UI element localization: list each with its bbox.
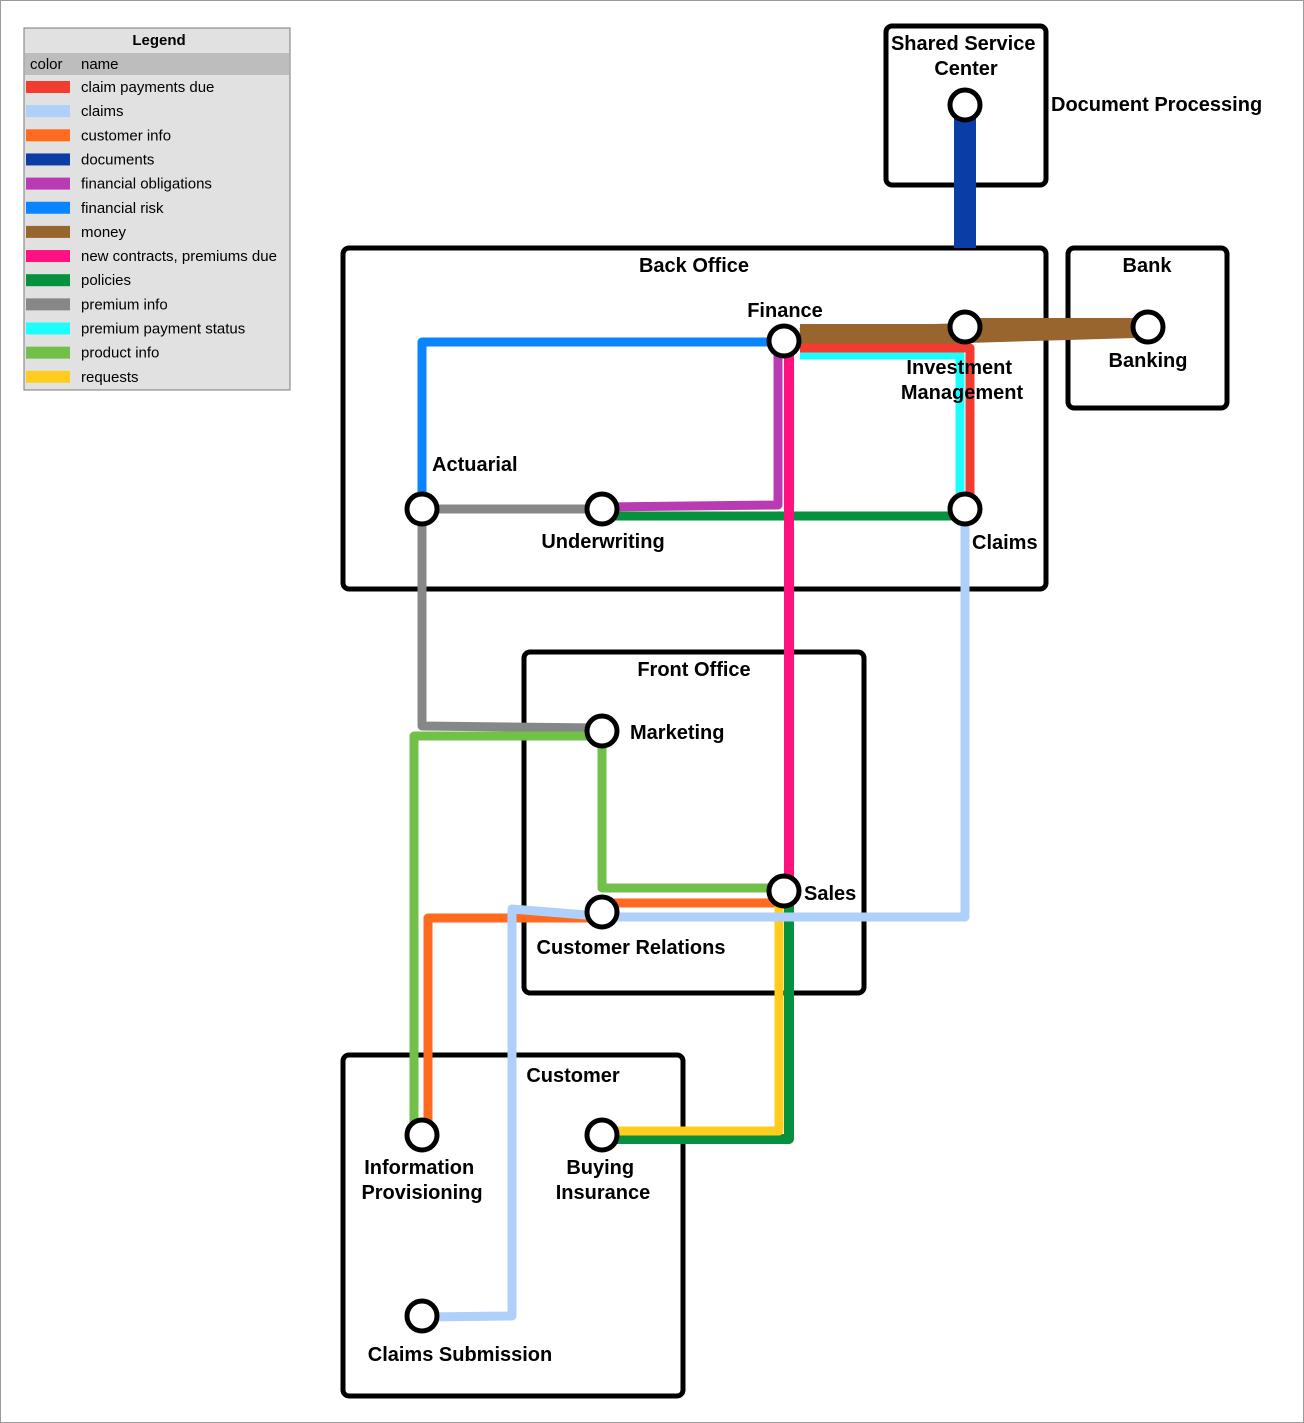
flow-line-financial-risk (417, 337, 784, 509)
legend-rows: claim payments due claims customer info doc… (26, 79, 277, 386)
station-nodes (404, 87, 1166, 1334)
node-investment-management (947, 309, 983, 345)
node-buying-insurance (584, 1117, 620, 1153)
legend-swatch-premium-payment-status (26, 322, 70, 335)
box-titles: Shared Service Center Back Office Bank F… (526, 33, 1172, 1087)
legend-swatch-documents (26, 153, 70, 166)
legend-label-financial-obligations: financial obligations (81, 176, 212, 193)
legend-label-customer-info: customer info (81, 127, 171, 144)
legend-swatch-financial-risk (26, 201, 70, 214)
legend-header-name: name (81, 56, 119, 73)
flow-line-product-info-1 (597, 732, 784, 893)
legend-label-requests: requests (81, 369, 139, 386)
label-claims-submission: Claims Submission (368, 1344, 553, 1366)
box-title-customer: Customer (526, 1065, 620, 1087)
legend-swatch-premium-info (26, 298, 70, 311)
node-customer-relations (584, 894, 620, 930)
legend-swatch-new-contracts (26, 250, 70, 263)
legend-header-color: color (30, 56, 63, 73)
legend-label-financial-risk: financial risk (81, 200, 164, 217)
box-title-front-office: Front Office (637, 659, 750, 681)
legend-swatch-claim-payments-due (26, 81, 70, 93)
legend-header-row (25, 53, 289, 75)
box-title-back-office: Back Office (639, 255, 749, 277)
node-labels: Document Processing Finance Investment M… (361, 94, 1262, 1366)
box-title-bank: Bank (1123, 255, 1173, 277)
legend-label-claim-payments-due: claim payments due (81, 79, 214, 96)
legend-label-new-contracts: new contracts, premiums due (81, 248, 277, 265)
legend: Legend color name claim payments dueclai… (23, 27, 291, 391)
label-finance: Finance (747, 300, 823, 322)
flow-line-premium-info-2 (417, 509, 603, 733)
legend-label-premium-payment-status: premium payment status (81, 321, 245, 338)
label-actuarial: Actuarial (432, 454, 518, 476)
legend-swatch-product-info (26, 346, 70, 359)
legend-label-policies: policies (81, 272, 131, 289)
flow-line-policies-2 (602, 890, 794, 1144)
flow-line-product-info-2 (409, 731, 602, 1130)
label-document-processing: Document Processing (1051, 94, 1262, 116)
legend-label-premium-info: premium info (81, 296, 168, 313)
node-claims (947, 491, 983, 527)
flow-line-claims (421, 509, 970, 1322)
legend-label-product-info: product info (81, 345, 159, 362)
node-finance (766, 323, 802, 359)
node-actuarial (404, 491, 440, 527)
label-claims: Claims (972, 532, 1038, 554)
flow-line-premium-payment-status (800, 350, 965, 509)
flow-line-financial-obligations (601, 341, 783, 512)
legend-swatch-financial-obligations (26, 177, 70, 190)
legend-label-money: money (81, 224, 127, 241)
node-banking (1130, 309, 1166, 345)
label-underwriting: Underwriting (541, 531, 664, 553)
legend-swatch-money (26, 225, 70, 238)
node-document-processing (947, 87, 983, 123)
legend-swatch-customer-info (26, 129, 70, 142)
label-sales: Sales (804, 883, 856, 905)
flow-line-requests (602, 905, 784, 1136)
flow-line-customer-info-2 (423, 913, 602, 1130)
label-investment-management: Investment Management (901, 357, 1024, 404)
legend-label-documents: documents (81, 151, 154, 168)
label-buying-insurance: Buying Insurance (556, 1157, 650, 1204)
label-marketing: Marketing (630, 722, 724, 744)
flow-line-money-segment (800, 318, 1135, 344)
legend-swatch-claims (26, 105, 70, 118)
legend-title: Legend (132, 32, 185, 49)
node-information-provisioning (404, 1117, 440, 1153)
flow-line-claim-payments-due (800, 343, 975, 509)
legend-swatch-policies (26, 274, 70, 287)
legend-swatch-requests (26, 370, 70, 383)
box-back-office (340, 245, 1049, 592)
node-marketing (584, 713, 620, 749)
box-front-office (521, 649, 867, 996)
legend-label-claims: claims (81, 103, 124, 120)
node-underwriting (584, 491, 620, 527)
node-sales (766, 873, 802, 909)
label-banking: Banking (1109, 350, 1188, 372)
label-customer-relations: Customer Relations (537, 937, 726, 959)
label-information-provisioning: Information Provisioning (361, 1157, 482, 1204)
flow-lines (409, 110, 1136, 1322)
box-title-shared-service-center: Shared Service Center (891, 33, 1041, 80)
node-claims-submission (404, 1298, 440, 1334)
